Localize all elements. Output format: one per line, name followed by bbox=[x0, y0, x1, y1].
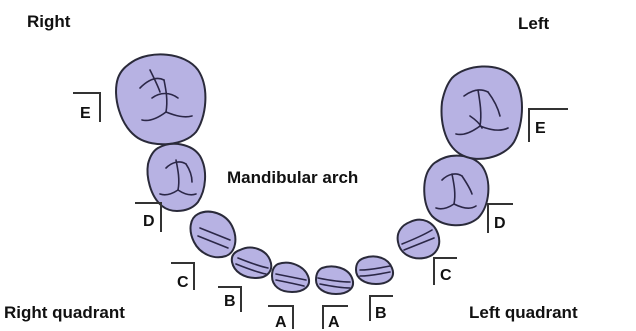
tooth-left-a bbox=[316, 266, 353, 294]
tooth-right-c-outline bbox=[191, 212, 236, 258]
tooth-letter-right-b: B bbox=[224, 293, 236, 310]
tooth-left-c bbox=[398, 220, 440, 259]
tooth-right-e bbox=[116, 54, 205, 144]
label-left: Left bbox=[518, 14, 550, 33]
label-right-quadrant: Right quadrant bbox=[4, 303, 125, 322]
tooth-letter-right-a: A bbox=[275, 314, 287, 331]
tooth-left-d-outline bbox=[424, 156, 488, 226]
bracket-left-e bbox=[528, 108, 568, 142]
tooth-right-a bbox=[272, 263, 309, 292]
tooth-right-b bbox=[232, 248, 271, 278]
tooth-letter-left-a: A bbox=[328, 314, 340, 331]
tooth-left-b bbox=[356, 256, 393, 284]
tooth-letter-left-b: B bbox=[375, 305, 387, 322]
tooth-letter-left-d: D bbox=[494, 215, 506, 232]
tooth-letter-left-c: C bbox=[440, 267, 452, 284]
label-left-quadrant: Left quadrant bbox=[469, 303, 578, 322]
tooth-left-e bbox=[442, 66, 522, 158]
tooth-right-c bbox=[191, 212, 236, 258]
tooth-left-d bbox=[424, 156, 488, 226]
tooth-right-d-outline bbox=[148, 144, 206, 211]
label-mandibular-arch: Mandibular arch bbox=[227, 168, 358, 187]
tooth-right-e-outline bbox=[116, 54, 205, 144]
tooth-letter-left-e: E bbox=[535, 120, 546, 137]
tooth-letter-right-c: C bbox=[177, 274, 189, 291]
tooth-letter-right-e: E bbox=[80, 105, 91, 122]
tooth-left-e-outline bbox=[442, 66, 522, 158]
tooth-right-d bbox=[148, 144, 206, 211]
label-right: Right bbox=[27, 12, 71, 31]
tooth-letter-right-d: D bbox=[143, 213, 155, 230]
